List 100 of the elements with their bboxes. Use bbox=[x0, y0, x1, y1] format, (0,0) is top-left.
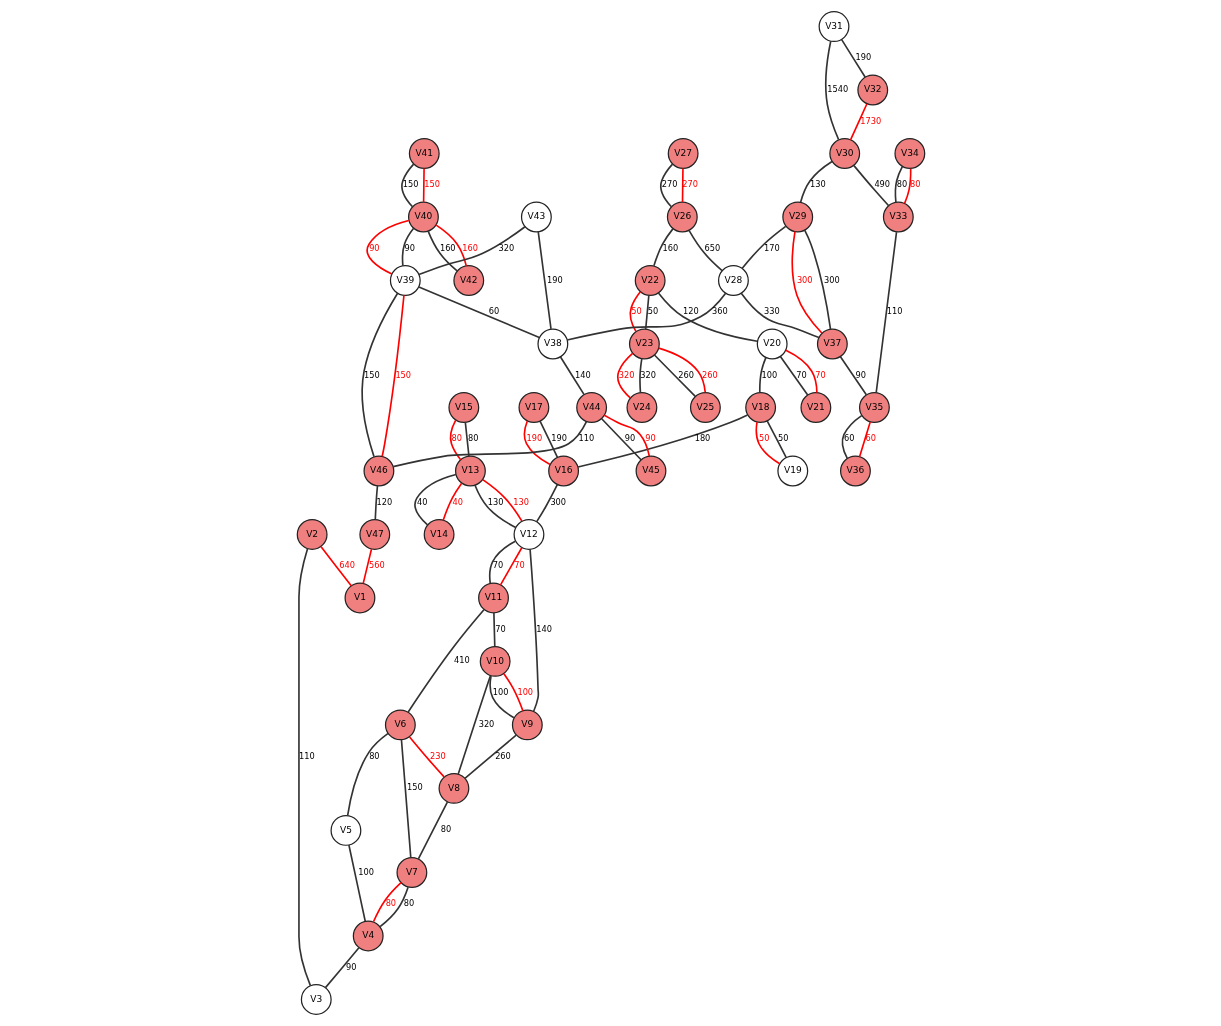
node-circle: V32 bbox=[856, 74, 888, 106]
edge-label: 130 bbox=[512, 496, 529, 507]
connector bbox=[528, 548, 539, 713]
edge-label: 70 bbox=[494, 623, 506, 634]
connector bbox=[373, 484, 378, 521]
node-circle: V19 bbox=[776, 455, 808, 487]
node-circle: V8 bbox=[438, 772, 469, 804]
edge-label: 110 bbox=[577, 433, 594, 444]
connector bbox=[799, 160, 833, 203]
node-circle: V28 bbox=[717, 265, 749, 296]
node-circle: V5 bbox=[330, 814, 361, 846]
connector bbox=[365, 219, 410, 275]
connector bbox=[603, 414, 650, 457]
connector bbox=[449, 419, 461, 461]
node-circle: V46 bbox=[362, 455, 394, 487]
node-circle: V27 bbox=[667, 138, 699, 169]
edge-label: 300 bbox=[796, 274, 813, 285]
edge-label: 130 bbox=[487, 496, 503, 507]
edge-label: 100 bbox=[492, 687, 508, 698]
node-circle: V7 bbox=[395, 857, 427, 888]
connector bbox=[600, 417, 642, 461]
connector bbox=[408, 736, 445, 778]
connector bbox=[400, 738, 412, 859]
connector bbox=[840, 38, 866, 79]
edge-label: 150 bbox=[363, 369, 380, 380]
connector bbox=[400, 163, 414, 208]
node-circle: V26 bbox=[666, 201, 698, 233]
connector bbox=[616, 352, 633, 399]
connector bbox=[874, 231, 897, 394]
connector bbox=[481, 478, 523, 522]
node-circle: V23 bbox=[628, 328, 660, 360]
connector bbox=[638, 357, 643, 394]
connector bbox=[536, 231, 552, 330]
edge-label: 100 bbox=[516, 687, 533, 698]
connector bbox=[754, 421, 781, 465]
node-circle: V1 bbox=[344, 582, 375, 614]
edge-label: 60 bbox=[864, 433, 876, 444]
edge-label: 320 bbox=[618, 369, 635, 380]
edge-label: 80 bbox=[896, 179, 907, 190]
connector bbox=[441, 482, 462, 521]
node-circle: V29 bbox=[781, 201, 813, 233]
connector bbox=[576, 414, 748, 468]
edge-label: 270 bbox=[681, 179, 698, 190]
edge-label: 260 bbox=[494, 750, 511, 761]
edge-label: 150 bbox=[402, 179, 419, 190]
edge-label: 160 bbox=[439, 242, 456, 253]
edge-label: 1540 bbox=[826, 84, 848, 95]
edge-label: 110 bbox=[298, 750, 315, 761]
node-circle: V13 bbox=[454, 455, 486, 487]
edge-label: 60 bbox=[488, 306, 499, 317]
connector bbox=[297, 547, 311, 987]
connector bbox=[681, 167, 684, 203]
node-circle: V15 bbox=[447, 392, 479, 423]
connector bbox=[406, 608, 485, 713]
connector bbox=[784, 349, 818, 394]
connector bbox=[488, 540, 516, 585]
connector bbox=[319, 545, 352, 587]
edge-label: 190 bbox=[550, 433, 567, 444]
node-circle: V14 bbox=[423, 519, 455, 550]
edge-label: 80 bbox=[368, 750, 380, 761]
connector bbox=[378, 886, 409, 928]
connector bbox=[839, 355, 867, 396]
connector bbox=[740, 225, 786, 270]
node-circle: V3 bbox=[300, 983, 332, 1015]
connector bbox=[903, 167, 912, 205]
connector bbox=[426, 230, 458, 272]
node-circle: V18 bbox=[744, 392, 776, 423]
edge-label: 190 bbox=[546, 274, 563, 285]
connector bbox=[391, 420, 587, 468]
connector bbox=[360, 292, 398, 458]
edge-label: 140 bbox=[574, 369, 591, 380]
edge-label: 80 bbox=[440, 824, 451, 835]
connector bbox=[765, 420, 787, 459]
node-circle: V20 bbox=[756, 328, 788, 360]
node-circle: V44 bbox=[575, 392, 607, 423]
edge-label: 140 bbox=[535, 623, 552, 634]
edge-label: 300 bbox=[823, 274, 840, 285]
connector bbox=[523, 420, 551, 466]
edge-label: 90 bbox=[644, 433, 656, 444]
connector bbox=[434, 224, 467, 267]
connector bbox=[463, 734, 517, 780]
edge-label: 40 bbox=[416, 496, 427, 507]
connector bbox=[473, 484, 517, 529]
edge-label: 80 bbox=[385, 898, 396, 909]
edge-label: 320 bbox=[478, 718, 494, 729]
node-circle: V9 bbox=[511, 709, 543, 741]
connector bbox=[456, 674, 491, 775]
node-circle: V4 bbox=[352, 920, 384, 952]
edge-label: 270 bbox=[661, 179, 677, 190]
connector bbox=[380, 294, 405, 458]
node-circle: V37 bbox=[816, 328, 848, 360]
edge-label: 80 bbox=[467, 433, 479, 444]
edge-label: 160 bbox=[662, 242, 678, 253]
edge-label: 90 bbox=[368, 242, 380, 253]
edge-label: 60 bbox=[843, 433, 855, 444]
edge-label: 50 bbox=[758, 433, 770, 444]
connector bbox=[565, 292, 726, 341]
edge-label: 300 bbox=[549, 496, 566, 507]
connector bbox=[346, 732, 389, 817]
node-circle: V30 bbox=[828, 138, 860, 169]
